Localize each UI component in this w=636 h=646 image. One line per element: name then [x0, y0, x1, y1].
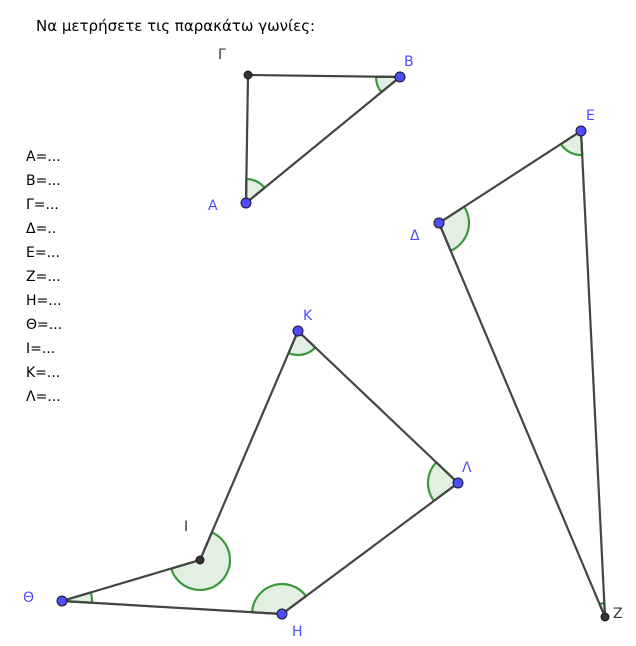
- angle-arc-I: [170, 531, 232, 592]
- angle-arc-A: [246, 177, 266, 189]
- answer-line: Β=...: [26, 173, 61, 189]
- point-label-L: Λ: [462, 460, 472, 476]
- angle-arc-H: [250, 582, 307, 613]
- segment-B-A[interactable]: [245, 76, 401, 204]
- segment-Z-D[interactable]: [437, 222, 607, 618]
- point-H[interactable]: [276, 608, 288, 620]
- segment-G-B[interactable]: [247, 73, 401, 79]
- angle-sector-L: [428, 462, 458, 501]
- point-G[interactable]: [243, 70, 253, 80]
- point-TH[interactable]: [56, 595, 68, 607]
- point-label-G: Γ: [218, 47, 226, 63]
- answer-line: Θ=...: [26, 317, 63, 333]
- point-A[interactable]: [240, 197, 252, 209]
- angle-sector-A: [246, 179, 265, 203]
- segment-H-TH[interactable]: [61, 599, 283, 616]
- point-B[interactable]: [394, 71, 406, 83]
- instruction-text: Να μετρήσετε τις παρακάτω γωνίες:: [36, 17, 316, 35]
- point-label-TH: Θ: [23, 590, 34, 606]
- answers-list: Α=... Β=... Γ=... Δ=.. Ε=... Ζ=... Η=... Θ=... Ι…: [26, 145, 62, 409]
- point-label-I: Ι: [184, 519, 188, 535]
- answer-line: Λ=...: [26, 389, 61, 405]
- angle-sector-K: [288, 331, 316, 355]
- answer-line: Κ=...: [26, 365, 61, 381]
- segment-L-H[interactable]: [281, 482, 459, 615]
- answer-line: Ι=...: [26, 341, 56, 357]
- point-label-E: Ε: [586, 108, 595, 124]
- segment-E-Z[interactable]: [579, 130, 607, 618]
- angle-arc-L: [426, 461, 438, 502]
- point-label-H: Η: [292, 624, 303, 640]
- answer-line: Δ=..: [26, 221, 57, 237]
- point-E[interactable]: [575, 125, 587, 137]
- point-label-Z: Ζ: [613, 606, 623, 622]
- answer-line: Η=...: [26, 293, 62, 309]
- points: Α Β Γ Δ Ε Ζ Η Θ Ι Κ Λ: [23, 47, 623, 640]
- answer-line: Ζ=...: [26, 269, 61, 285]
- angle-sector-H: [252, 584, 307, 614]
- point-label-K: Κ: [303, 308, 313, 324]
- point-Z[interactable]: [600, 612, 610, 622]
- segments: [61, 73, 607, 618]
- point-label-B: Β: [404, 54, 414, 70]
- angle-arc-D: [450, 206, 471, 252]
- point-K[interactable]: [292, 325, 304, 337]
- segment-K-L[interactable]: [297, 330, 459, 484]
- point-I[interactable]: [195, 555, 205, 565]
- angle-arc-K: [288, 346, 317, 357]
- point-L[interactable]: [452, 477, 464, 489]
- angle-arc-E: [559, 143, 583, 157]
- angle-arc-TH: [89, 592, 94, 603]
- segment-D-E[interactable]: [438, 130, 582, 224]
- segment-TH-I[interactable]: [61, 558, 201, 603]
- point-label-A: Α: [208, 198, 218, 214]
- angle-markers: [61, 75, 607, 618]
- point-D[interactable]: [433, 217, 445, 229]
- answer-line: Γ=...: [26, 197, 59, 213]
- answer-line: Ε=...: [26, 245, 60, 261]
- segment-I-K[interactable]: [198, 330, 300, 561]
- segment-A-G[interactable]: [244, 74, 250, 204]
- answer-line: Α=...: [26, 149, 61, 165]
- point-label-D: Δ: [410, 228, 420, 244]
